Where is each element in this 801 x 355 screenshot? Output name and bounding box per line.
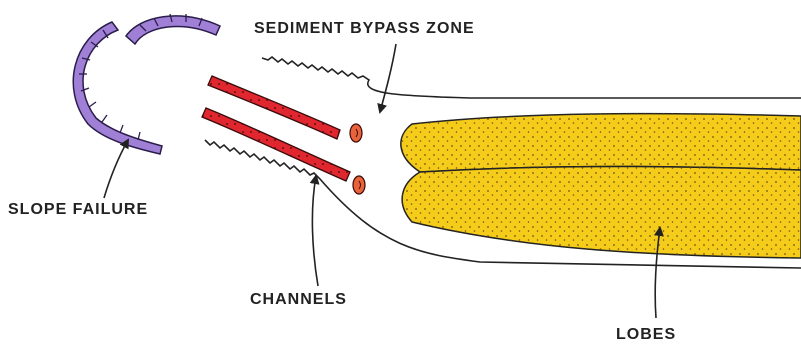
label-channels: CHANNELS: [250, 291, 347, 309]
arrow-bypass-zone: [380, 44, 396, 112]
lobes: [401, 114, 801, 258]
arrow-channels: [312, 176, 318, 286]
slope-failure-scarp-upper: [126, 16, 220, 44]
upper-wall: [262, 57, 801, 98]
channel-plug-upper: [350, 124, 362, 142]
arrow-slope-failure: [104, 140, 128, 198]
lobe-lower-texture: [402, 167, 801, 259]
channels: [202, 76, 365, 194]
channel-upper-texture: [208, 76, 340, 139]
label-slope-failure: SLOPE FAILURE: [8, 201, 148, 219]
label-sediment-bypass-zone: SEDIMENT BYPASS ZONE: [254, 20, 475, 38]
label-lobes: LOBES: [616, 326, 676, 344]
slope-failure-scarps: [73, 14, 220, 154]
slope-failure-scarp-lower: [73, 22, 162, 154]
lobe-upper-texture: [401, 114, 801, 172]
channel-plug-lower: [353, 176, 365, 194]
